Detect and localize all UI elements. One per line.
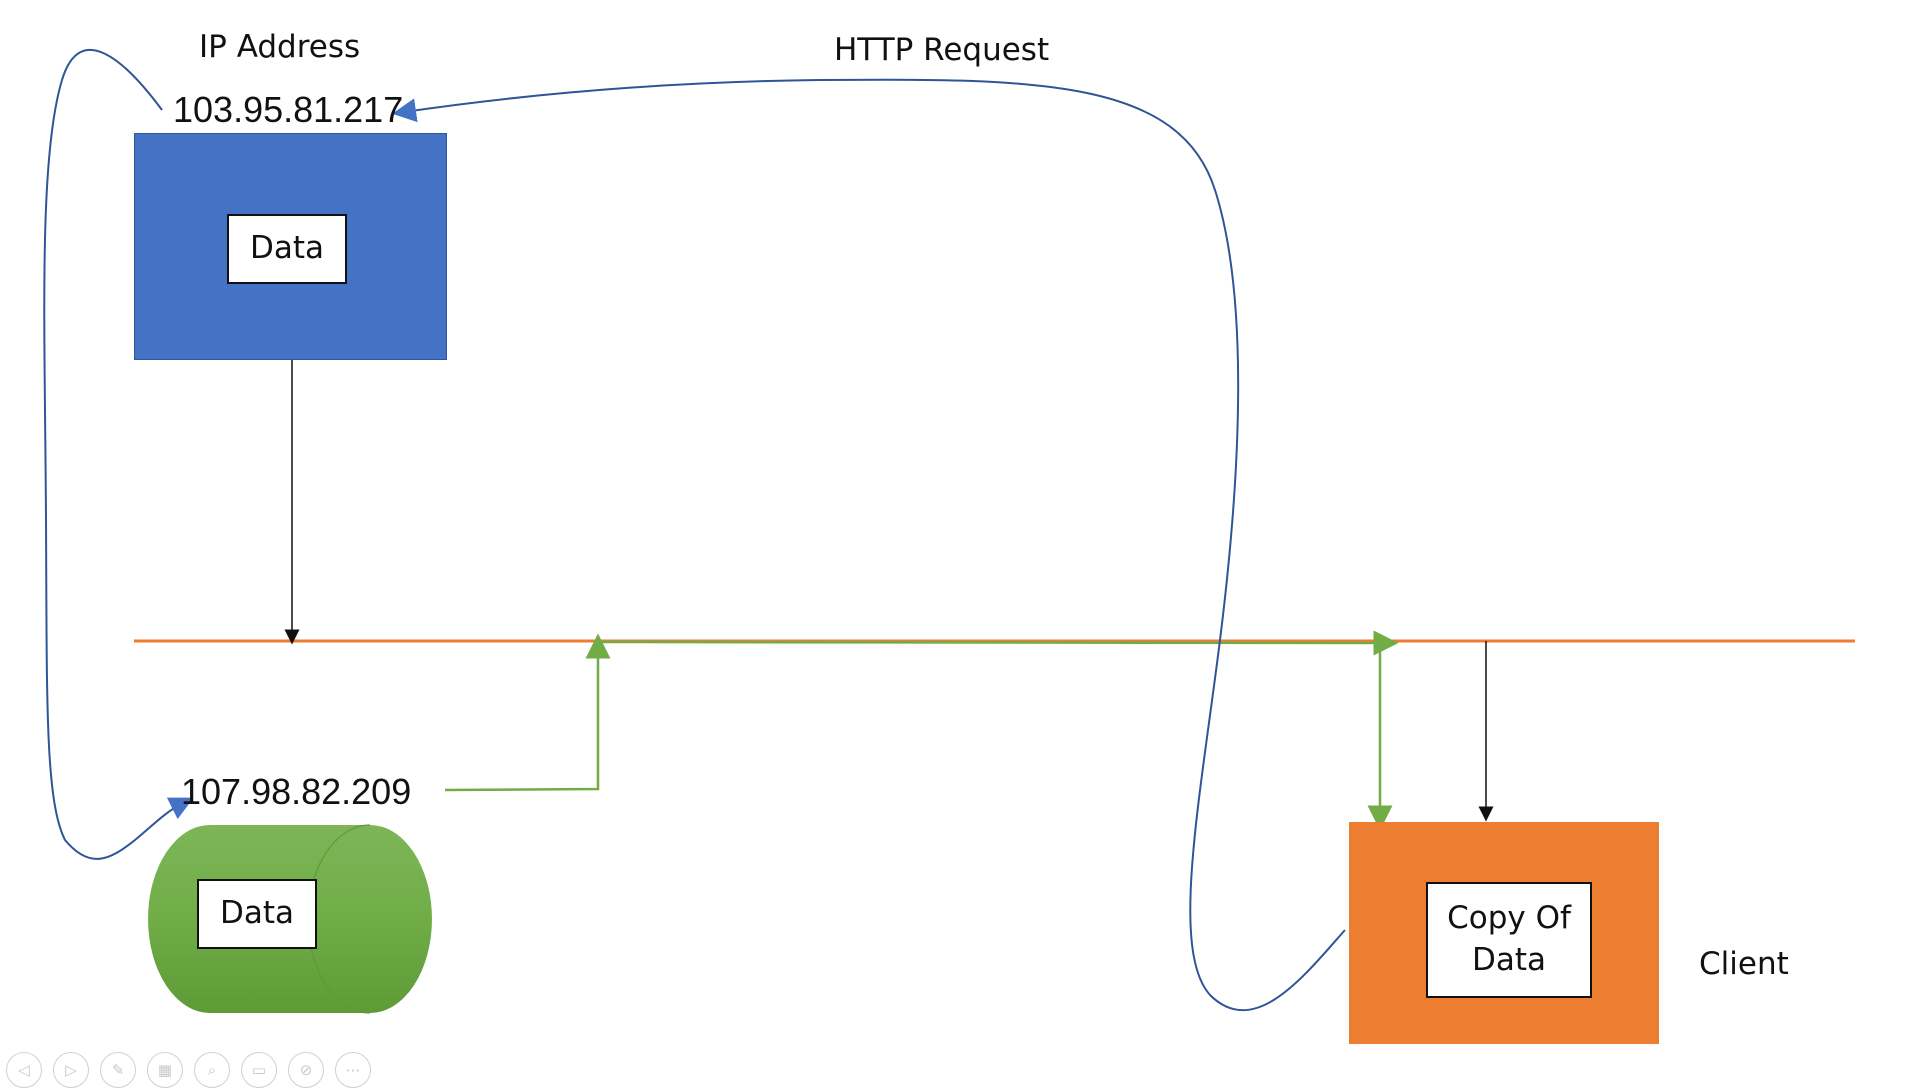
server-data-box: Data [227,214,347,284]
db-data-flow-line [444,633,611,792]
http-request-curve [392,78,1346,1011]
client-copy-line-1: Copy Of [1447,900,1571,937]
camera-off-icon[interactable]: ⊘ [288,1052,324,1088]
database-data-label: Data [219,895,295,932]
network-data-flow-line [597,630,1399,656]
client-copy-line-2: Data [1471,942,1547,978]
server-data-label: Data [249,230,325,267]
ip-address-caption: IP Address [199,29,361,65]
slides-grid-icon[interactable]: ▦ [147,1052,183,1088]
client-caption: Client [1699,946,1789,982]
zoom-icon[interactable]: ⌕ [194,1052,230,1088]
previous-icon[interactable]: ◁ [6,1052,42,1088]
database-ip-label: 107.98.82.209 [181,771,412,812]
database-data-box: Data [197,879,317,949]
server-ip-label: 103.95.81.217 [173,89,404,130]
client-box: Copy Of Data [1349,822,1659,1044]
pen-icon[interactable]: ✎ [100,1052,136,1088]
more-options-icon[interactable]: ⋯ [335,1052,371,1088]
slideshow-controls: ◁ ▷ ✎ ▦ ⌕ ▭ ⊘ ⋯ [6,1052,371,1088]
web-server-box: Data [134,133,447,360]
subtitles-icon[interactable]: ▭ [241,1052,277,1088]
next-icon[interactable]: ▷ [53,1052,89,1088]
client-copy-data-box: Copy Of Data [1426,882,1592,998]
ip-resolution-curve [43,48,194,860]
http-request-caption: HTTP Request [834,32,1050,68]
